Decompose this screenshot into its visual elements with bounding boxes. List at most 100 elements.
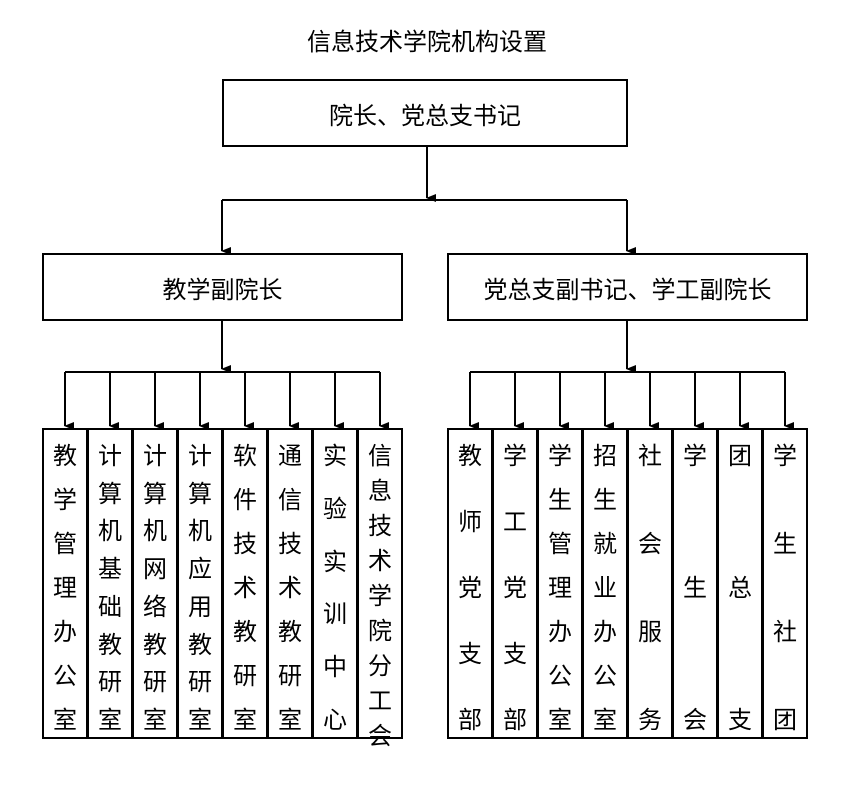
unit-char: 室	[53, 706, 77, 734]
unit-char: 团	[728, 442, 752, 470]
unit-char: 实	[323, 442, 347, 470]
unit-char: 实	[323, 547, 347, 576]
unit-char: 工	[503, 508, 527, 536]
unit-char: 室	[188, 705, 212, 734]
unit-char: 技	[233, 530, 257, 558]
unit-char: 心	[323, 705, 347, 734]
unit-char: 技	[278, 530, 302, 558]
unit-char: 室	[278, 706, 302, 734]
unit-char: 社	[773, 618, 797, 646]
unit-box: 教学管理办公室	[42, 428, 88, 739]
unit-char: 公	[593, 662, 617, 690]
unit-char: 支	[728, 706, 752, 734]
unit-char: 室	[98, 705, 122, 734]
unit-char: 理	[548, 574, 572, 602]
unit-char: 术	[233, 574, 257, 602]
unit-char: 息	[368, 477, 392, 505]
unit-char: 办	[593, 618, 617, 646]
unit-char: 党	[458, 574, 482, 602]
unit-char: 公	[548, 662, 572, 690]
unit-char: 总	[728, 574, 752, 602]
dean-box: 院长、党总支书记	[222, 79, 628, 147]
unit-char: 用	[188, 592, 212, 621]
unit-char: 部	[503, 706, 527, 734]
unit-char: 室	[143, 705, 167, 734]
unit-box: 计算机基础教研室	[87, 428, 133, 739]
unit-box: 信息技术学院分工会	[357, 428, 403, 750]
unit-char: 社	[638, 442, 662, 470]
unit-box: 学生管理办公室	[537, 428, 583, 739]
unit-char: 算	[188, 479, 212, 508]
unit-char: 业	[593, 574, 617, 602]
unit-char: 教	[53, 442, 77, 470]
unit-char: 机	[188, 517, 212, 546]
unit-char: 技	[368, 512, 392, 540]
unit-char: 机	[143, 517, 167, 546]
unit-char: 信	[368, 442, 392, 470]
unit-char: 部	[458, 706, 482, 734]
unit-char: 学	[53, 486, 77, 514]
unit-char: 理	[53, 574, 77, 602]
unit-char: 计	[143, 442, 167, 470]
unit-char: 会	[368, 722, 392, 750]
unit-char: 软	[233, 442, 257, 470]
unit-char: 会	[638, 530, 662, 558]
unit-char: 计	[98, 442, 122, 470]
unit-char: 件	[233, 486, 257, 514]
unit-char: 信	[278, 486, 302, 514]
unit-box: 教师党支部	[447, 428, 493, 739]
unit-box: 学生社团	[762, 428, 808, 739]
unit-char: 支	[503, 640, 527, 668]
unit-char: 网	[143, 555, 167, 584]
unit-char: 学	[683, 442, 707, 470]
unit-char: 术	[368, 547, 392, 575]
unit-char: 础	[98, 592, 122, 621]
unit-char: 算	[98, 479, 122, 508]
unit-char: 研	[143, 668, 167, 697]
unit-char: 教	[278, 618, 302, 646]
unit-char: 公	[53, 662, 77, 690]
unit-char: 办	[53, 618, 77, 646]
unit-char: 教	[188, 630, 212, 659]
unit-char: 支	[458, 640, 482, 668]
unit-char: 管	[548, 530, 572, 558]
unit-box: 团总支	[717, 428, 763, 739]
unit-char: 研	[188, 668, 212, 697]
unit-char: 教	[458, 442, 482, 470]
unit-char: 学	[368, 582, 392, 610]
unit-char: 团	[773, 706, 797, 734]
unit-char: 师	[458, 508, 482, 536]
unit-char: 训	[323, 600, 347, 629]
teaching-vice-dean-box: 教学副院长	[42, 253, 403, 321]
unit-box: 计算机应用教研室	[177, 428, 223, 739]
unit-char: 就	[593, 530, 617, 558]
unit-char: 室	[593, 706, 617, 734]
unit-char: 研	[233, 662, 257, 690]
unit-char: 院	[368, 617, 392, 645]
chart-title: 信息技术学院机构设置	[307, 28, 547, 56]
unit-box: 通信技术教研室	[267, 428, 313, 739]
unit-char: 生	[773, 530, 797, 558]
unit-char: 教	[233, 618, 257, 646]
unit-char: 通	[278, 442, 302, 470]
unit-char: 务	[638, 706, 662, 734]
student-affairs-vice-dean-box: 党总支副书记、学工副院长	[447, 253, 808, 321]
unit-char: 教	[143, 630, 167, 659]
unit-box: 计算机网络教研室	[132, 428, 178, 739]
unit-char: 分	[368, 652, 392, 680]
unit-char: 络	[143, 592, 167, 621]
unit-char: 教	[98, 630, 122, 659]
unit-char: 管	[53, 530, 77, 558]
unit-char: 学	[503, 442, 527, 470]
unit-char: 中	[323, 653, 347, 682]
unit-box: 实验实训中心	[312, 428, 358, 739]
unit-char: 机	[98, 517, 122, 546]
unit-char: 服	[638, 618, 662, 646]
unit-char: 会	[683, 706, 707, 734]
unit-char: 基	[98, 555, 122, 584]
unit-char: 验	[323, 494, 347, 523]
unit-char: 研	[98, 668, 122, 697]
unit-char: 工	[368, 687, 392, 715]
